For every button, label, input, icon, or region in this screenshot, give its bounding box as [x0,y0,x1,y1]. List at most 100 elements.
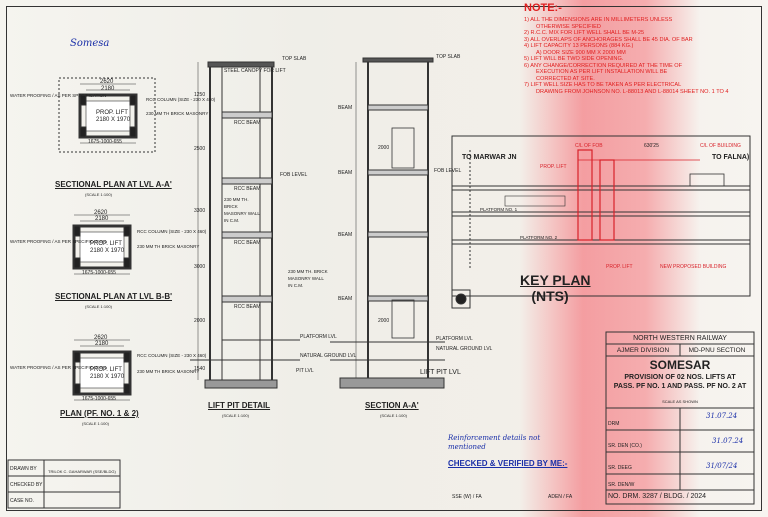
lift-pit-beam-2: RCC BEAM [234,186,261,192]
notes-title: NOTE:- [524,2,562,14]
lift-pit-dim-3: 3300 [194,208,206,214]
plan-pf-scale: (SCALE 1:100) [82,421,109,426]
section-beam-2: BEAM [338,170,353,176]
lift-pit-steel-label: STEEL CANOPY FOR LIFT [224,68,286,74]
plan-aa-wall-label: 230 MM TH BRICK MASONRY [146,111,209,116]
title-block-lines [605,331,755,505]
plan-pf-drawing [72,339,132,401]
note-line-11: 7) LIFT WELL SIZE HAS TO BE TAKEN AS PER… [524,82,682,88]
tb-sdeng-sign: 31/07/24 [706,462,738,470]
plan-aa-lift-label: PROP. LIFT [96,110,128,116]
plan-bb-scale: (SCALE 1:100) [85,304,112,309]
plan-aa-drawing [58,77,156,153]
lift-pit-dim-6: 1540 [194,366,206,372]
note-line-5: 4) LIFT CAPACITY 13 PERSONS (884 kg.) [524,43,634,49]
key-plan-nts: (NTS) [531,288,569,304]
key-plan-new-building: NEW PROPOSED BUILDING [660,264,727,270]
handwritten-remark: Reinforcement details not mentioned [448,434,541,451]
plan-pf-title: PLAN (PF. NO. 1 & 2) [60,409,139,418]
aden-label: ADEN / FA [548,494,573,500]
lift-pit-dim-2: 2500 [194,146,206,152]
lift-pit-dim-4: 3000 [194,264,206,270]
lift-pit-scale: (SCALE 1:100) [222,413,249,418]
note-line-12: DRAWING FROM JOHNSON NO. L-88013 AND L-8… [536,88,729,95]
plan-bb-lift-size: 2180 X 1970 [90,248,125,254]
checked-verified-label: CHECKED & VERIFIED BY ME:- [448,459,568,468]
section-platform: PLATFORM LVL [436,336,473,342]
left-block-lines [7,459,121,509]
plan-aa-facing-label: WATER PROOFING / AS PER SPECIFICATION [10,93,107,98]
key-plan-prop-lift-2: PROP. LIFT [606,264,633,270]
lift-pit-top-slab: TOP SLAB [282,56,307,62]
plan-bb-facing-label: WATER PROOFING / AS PER SPECIFICATION [10,239,107,244]
plan-bb-outer-dim: 2620 [94,210,108,216]
lift-pit-masonry-2: 230 MM TH. BRICK MASONRY WALL IN C.M. [288,269,328,288]
tb-section: MD-PNU SECTION [688,347,746,354]
key-plan-chainage: 630'25 [644,143,659,149]
plan-aa-title: SECTIONAL PLAN AT LVL A-A' [55,180,172,189]
tb-description-2: PASS. PF NO. 1 AND PASS. PF NO. 2 AT [613,383,747,390]
red-stamp-overlay [520,0,700,517]
note-line-6: a) DOOR SIZE 900 MM X 2000 MM [536,49,626,56]
plan-pf-lift-label: PROP. LIFT [90,367,122,373]
section-natural-ground: NATURAL GROUND LVL [436,346,493,352]
lift-pit-beam-1: RCC BEAM [234,120,261,126]
tb-drm-sign: 31.07.24 [706,412,738,420]
sheet-border [6,6,762,511]
section-pit-lvl: LIFT PIT LVL [420,369,461,376]
tb-description-1: PROVISION OF 02 NOS. LIFTS AT [624,374,736,381]
note-line-3: 2) R.C.C. MIX FOR LIFT WELL SHALL BE M-2… [524,30,645,36]
section-title: SECTION A-A' [365,401,419,410]
key-plan-platform-2: PLATFORM NO. 2 [520,235,558,240]
plan-pf-inner-dim: 2180 [95,341,109,347]
lift-pit-drawing [190,61,300,389]
lift-pit-beam-4: RCC BEAM [234,304,261,310]
key-plan-to-marwar: TO MARWAR JN [462,154,517,161]
plan-aa-lift-size: 2180 X 1970 [96,117,131,123]
drawn-by-label: DRAWN BY [10,466,37,472]
case-no-label: CASE NO. [10,498,34,504]
note-line-7: 5) LIFT WILL BE TWO SIDE OPENING. [524,56,624,62]
plan-bb-column-label: RCC COLUMN (SIZE - 230 X 460) [137,229,207,234]
key-plan-cl-building: C/L OF BUILDING [700,143,741,149]
plan-bb-wall-label: 230 MM TH BRICK MASONRY [137,244,200,249]
plan-aa-column-label: RCC COLUMN (SIZE - 230 X 460) [146,97,216,102]
section-beam-1: BEAM [338,105,353,111]
lift-pit-dim-1: 1250 [194,92,206,98]
note-line-9: EXECUTION AS PER LIFT INSTALLATION WILL … [536,69,668,75]
lift-pit-masonry: 230 MM TH. BRICK MASONRY WALL IN C.M. [224,197,260,223]
checked-by-label: CHECKED BY [10,482,43,488]
section-beam-3: BEAM [338,232,353,238]
section-drawing [330,57,445,389]
plan-bb-inner-dim: 2180 [95,216,109,222]
tb-drm: DRM [608,421,620,427]
lift-pit-pit-lvl: PIT LVL [296,368,314,374]
note-line-1: 1) ALL THE DIMENSIONS ARE IN MILLIMETERS… [524,17,673,23]
plan-aa-bottom-dim: 1675-1000-655 [88,139,122,145]
key-plan-platform-1: PLATFORM NO. 1 [480,207,518,212]
tb-scale-note: SCALE AS SHOWN [662,399,698,404]
plan-pf-column-label: RCC COLUMN (SIZE - 230 X 460) [137,353,207,358]
tb-station: SOMESAR [649,358,711,372]
plan-bb-bottom-dim: 1675-1000-655 [82,270,116,276]
plan-pf-facing-label: WATER PROOFING / AS PER SPECIFICATION [10,365,107,370]
tb-sr-deeg: SR. DEEG [608,465,632,471]
note-line-10: CORRECTED AT SITE. [536,75,595,82]
tb-sden-sign: 31.07.24 [712,437,744,445]
lift-pit-platform: PLATFORM LVL [300,334,337,340]
sse-label: SSE (W) / FA [452,494,482,500]
tb-sr-den: SR. DEN (CO.) [608,443,642,449]
plan-pf-wall-label: 230 MM TH BRICK MASONRY [137,369,200,374]
tb-sr-denw: SR. DEN/W [608,482,635,488]
lift-pit-natural-ground: NATURAL GROUND LVL [300,353,357,359]
note-line-4: 3) ALL OVERLAPS OF ANCHORAGES SHALL BE 4… [524,36,693,43]
key-plan-title: KEY PLAN [520,272,591,288]
plan-aa-outer-dim: 2620 [100,79,114,85]
plan-aa-inner-dim: 2180 [101,86,115,92]
key-plan-to-falna: TO FALNA) [712,154,750,161]
plan-pf-bottom-dim: 1675-1000-655 [82,396,116,402]
plan-bb-title: SECTIONAL PLAN AT LVL B-B' [55,292,173,301]
handwritten-corner-note: Somesa [70,38,110,49]
